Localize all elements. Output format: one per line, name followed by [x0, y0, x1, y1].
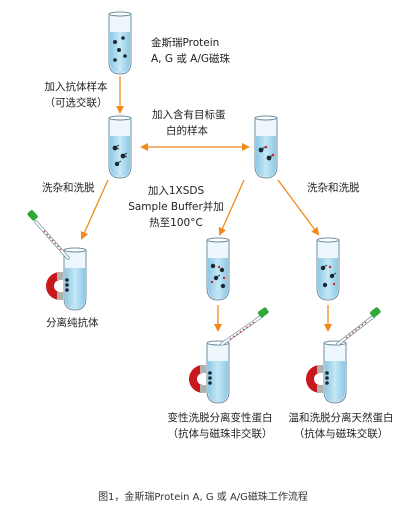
- label-add-protein-line2: 白的样本: [166, 125, 208, 137]
- beads: [113, 36, 127, 62]
- beads-at-wall: [325, 371, 329, 385]
- target-proteins: [264, 145, 275, 157]
- label-add-antibody-line2: （可选交联）: [44, 97, 108, 109]
- pipette-right: [336, 307, 381, 346]
- label-sds-line2: Sample Buffer并加: [128, 201, 224, 213]
- magnet-middle: [189, 365, 206, 393]
- label-denature-line2: （抗体与磁珠非交联）: [167, 428, 273, 440]
- tube-native-protein: [323, 340, 347, 404]
- released-proteins: [210, 265, 226, 284]
- arrow-tube2-to-tube4: [80, 179, 109, 240]
- pipette-left: [27, 210, 70, 260]
- tube-with-target-protein: [254, 115, 278, 179]
- arrow-tube3-to-tube6: [277, 179, 320, 236]
- beads-at-wall: [65, 278, 69, 292]
- magnet-right: [306, 365, 323, 393]
- label-denature-line1: 变性洗脱分离变性蛋白: [167, 412, 273, 424]
- tube-gentle-elution: [316, 237, 340, 301]
- label-native-line2: （抗体与磁珠交联）: [293, 428, 389, 440]
- label-native-line1: 温和洗脱分离天然蛋白: [288, 412, 394, 424]
- released-beads: [210, 263, 226, 289]
- arrows: [80, 76, 332, 332]
- tube-denatured-protein: [206, 340, 230, 404]
- tube-purified-antibody: [63, 247, 87, 311]
- label-beads-line2: A, G 或 A/G磁珠: [151, 53, 231, 65]
- label-wash-left: 洗杂和洗脱: [42, 182, 95, 194]
- tube-beads: [108, 11, 132, 75]
- beads-at-wall: [208, 371, 212, 385]
- tube-after-sds: [206, 237, 230, 301]
- beads-antibody-protein: [258, 146, 274, 161]
- label-purified-antibody: 分离纯抗体: [46, 317, 99, 329]
- label-add-protein-line1: 加入含有目标蛋: [152, 109, 226, 121]
- figure-caption: 图1，金斯瑞Protein A, G 或 A/G磁珠工作流程: [98, 492, 308, 503]
- magnet-left: [46, 272, 63, 300]
- tube-beads-antibody: [108, 115, 132, 179]
- native-proteins: [328, 265, 336, 286]
- label-wash-right: 洗杂和洗脱: [307, 182, 360, 194]
- pipette-middle: [220, 307, 269, 346]
- crosslinked-beads: [320, 264, 337, 288]
- arrow-tube3-to-tube5: [218, 179, 245, 236]
- label-add-antibody-line1: 加入抗体样本: [44, 81, 108, 93]
- label-beads-line1: 金斯瑞Protein: [151, 37, 220, 49]
- label-sds-line1: 加入1XSDS: [147, 185, 205, 197]
- label-sds-line3: 热至100°C: [149, 217, 203, 229]
- beads-with-antibody: [112, 144, 128, 167]
